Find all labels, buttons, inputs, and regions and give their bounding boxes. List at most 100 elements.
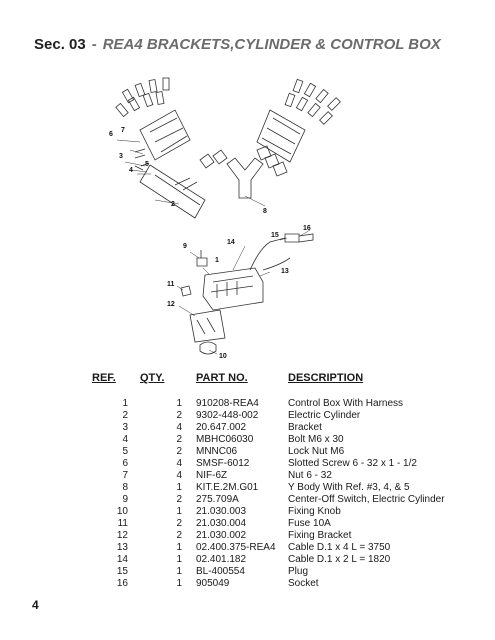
table-row: 7 4 NIF-6Z Nut 6 - 32 <box>92 470 445 482</box>
cell-qty: 4 <box>176 458 182 469</box>
cell-ref: 16 <box>116 578 128 589</box>
cell-description: Control Box With Harness <box>288 398 404 409</box>
cell-qty: 1 <box>176 566 182 577</box>
callout-4: 4 <box>129 167 133 174</box>
cell-part-no: 02.401.182 <box>196 554 247 565</box>
cell-qty: 2 <box>176 410 182 421</box>
cell-part-no: 20.647.002 <box>196 422 247 433</box>
cell-part-no: NIF-6Z <box>196 470 228 481</box>
cell-description: Cable D.1 x 4 L = 3750 <box>288 542 391 553</box>
callout-13: 13 <box>281 268 289 275</box>
table-row: 3 4 20.647.002 Bracket <box>92 422 445 434</box>
section-number: Sec. 03 <box>34 36 86 53</box>
cell-description: Lock Nut M6 <box>288 446 345 457</box>
cell-qty: 2 <box>176 530 182 541</box>
cell-qty: 1 <box>176 554 182 565</box>
cell-description: Bolt M6 x 30 <box>288 434 344 445</box>
fixing-bracket <box>189 309 226 343</box>
cell-ref: 13 <box>116 542 128 553</box>
cell-ref: 3 <box>122 422 128 433</box>
cell-part-no: 02.400.375-REA4 <box>196 542 276 553</box>
cell-qty: 2 <box>176 446 182 457</box>
cell-qty: 1 <box>176 578 182 589</box>
cell-description: Fixing Bracket <box>288 530 352 541</box>
center-clips <box>199 145 288 177</box>
cell-description: Fuse 10A <box>288 518 331 529</box>
callout-7: 7 <box>121 127 125 134</box>
section-header: Sec. 03-REA4 BRACKETS,CYLINDER & CONTROL… <box>34 36 441 53</box>
cell-part-no: 21.030.002 <box>196 530 247 541</box>
cell-part-no: 275.709A <box>196 494 239 505</box>
right-bracket <box>256 109 306 163</box>
left-bracket <box>139 109 191 161</box>
callout-1: 1 <box>215 257 219 264</box>
callout-11: 11 <box>167 281 175 288</box>
cell-description: Fixing Knob <box>288 506 341 517</box>
section-title: REA4 BRACKETS,CYLINDER & CONTROL BOX <box>102 36 441 53</box>
cell-ref: 10 <box>116 506 128 517</box>
cell-part-no: 21.030.003 <box>196 506 247 517</box>
cell-description: Socket <box>288 578 319 589</box>
callout-14: 14 <box>227 239 235 246</box>
cell-qty: 1 <box>176 506 182 517</box>
callout-12: 12 <box>167 301 175 308</box>
cell-part-no: 9302-448-002 <box>196 410 259 421</box>
cell-qty: 2 <box>176 518 182 529</box>
parts-table-header: REF. QTY. PART NO. DESCRIPTION <box>92 372 445 398</box>
callout-8: 8 <box>263 208 267 215</box>
callout-9: 9 <box>183 243 187 250</box>
cell-qty: 1 <box>176 398 182 409</box>
callout-2: 2 <box>171 201 175 208</box>
cell-qty: 2 <box>176 434 182 445</box>
cell-ref: 11 <box>117 518 128 529</box>
header-qty: QTY. <box>140 372 165 384</box>
fixing-knob <box>199 341 217 355</box>
cell-part-no: MBHC06030 <box>196 434 254 445</box>
cell-qty: 4 <box>176 422 182 433</box>
y-body <box>226 157 264 199</box>
table-row: 9 2 275.709A Center-Off Switch, Electric Cy… <box>92 494 445 506</box>
cell-ref: 14 <box>116 554 128 565</box>
cell-description: Nut 6 - 32 <box>288 470 332 481</box>
exploded-parts-diagram: 6 7 3 5 4 2 8 9 1 14 15 16 13 11 12 10 <box>109 77 341 360</box>
cell-description: Cable D.1 x 2 L = 1820 <box>288 554 391 565</box>
header-separator: - <box>91 36 97 53</box>
cell-qty: 4 <box>176 470 182 481</box>
cell-ref: 9 <box>122 494 128 505</box>
cell-qty: 1 <box>176 482 182 493</box>
header-description: DESCRIPTION <box>288 372 364 384</box>
control-box <box>202 267 264 311</box>
callout-3: 3 <box>119 153 123 160</box>
callout-10: 10 <box>219 353 227 360</box>
cell-part-no: BL-400554 <box>196 566 245 577</box>
cell-description: Bracket <box>288 422 322 433</box>
cell-description: Slotted Screw 6 - 32 x 1 - 1/2 <box>288 458 417 469</box>
cell-qty: 2 <box>176 494 182 505</box>
cell-description: Center-Off Switch, Electric Cylinder <box>288 494 445 505</box>
cell-ref: 15 <box>116 566 128 577</box>
cell-part-no: MNNC06 <box>196 446 238 457</box>
center-off-switch <box>196 250 208 267</box>
left-electric-cylinder <box>134 164 206 219</box>
cell-part-no: SMSF-6012 <box>196 458 250 469</box>
fuse <box>180 285 192 297</box>
table-row: 14 1 02.401.182 Cable D.1 x 2 L = 1820 <box>92 554 445 566</box>
header-part-no: PART NO. <box>196 372 248 384</box>
cell-ref: 7 <box>122 470 128 481</box>
callout-6: 6 <box>109 131 113 138</box>
cell-part-no: 905049 <box>196 578 230 589</box>
cable-and-plug <box>249 233 314 271</box>
callout-16: 16 <box>303 225 311 232</box>
cell-ref: 8 <box>122 482 128 493</box>
right-bolt-group <box>284 78 341 125</box>
